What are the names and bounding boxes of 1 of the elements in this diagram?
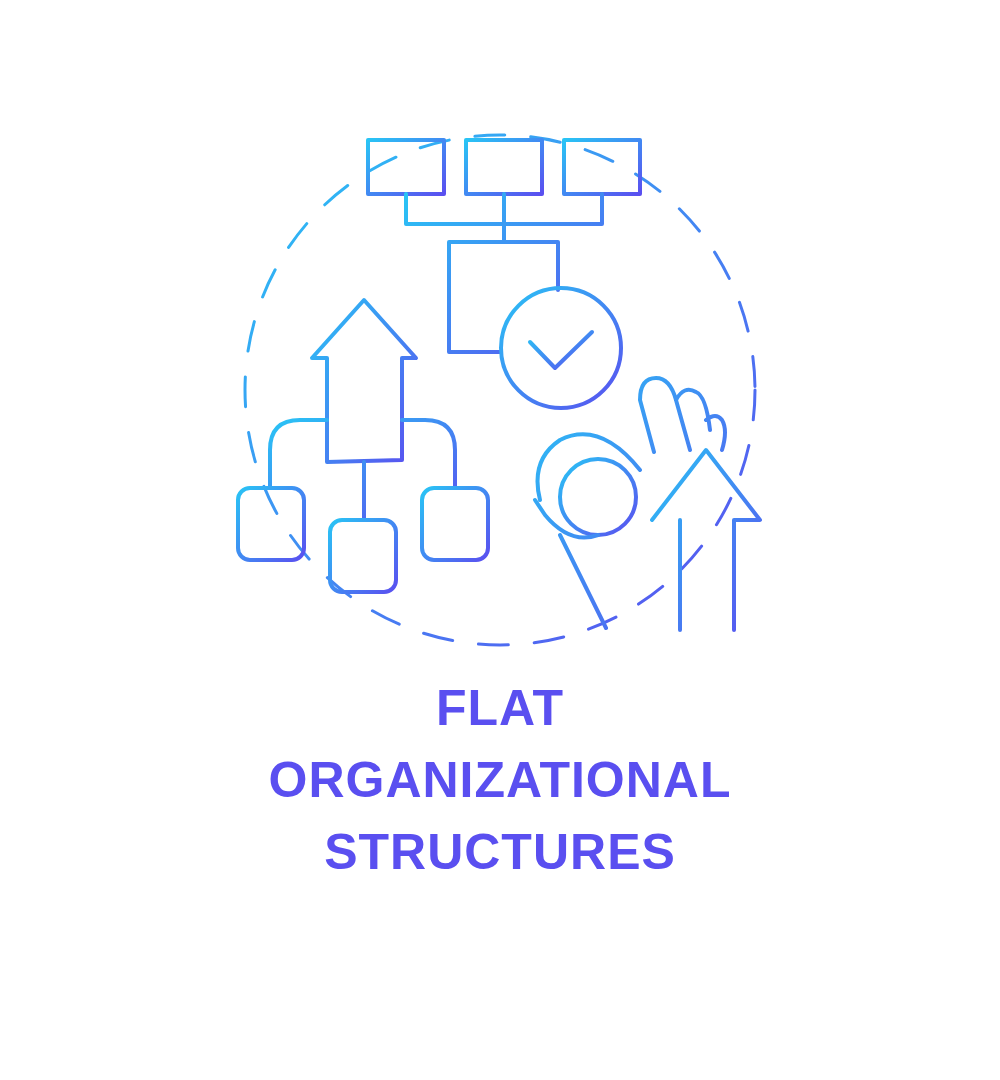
title-text: FLAT ORGANIZATIONAL STRUCTURES (267, 679, 733, 882)
